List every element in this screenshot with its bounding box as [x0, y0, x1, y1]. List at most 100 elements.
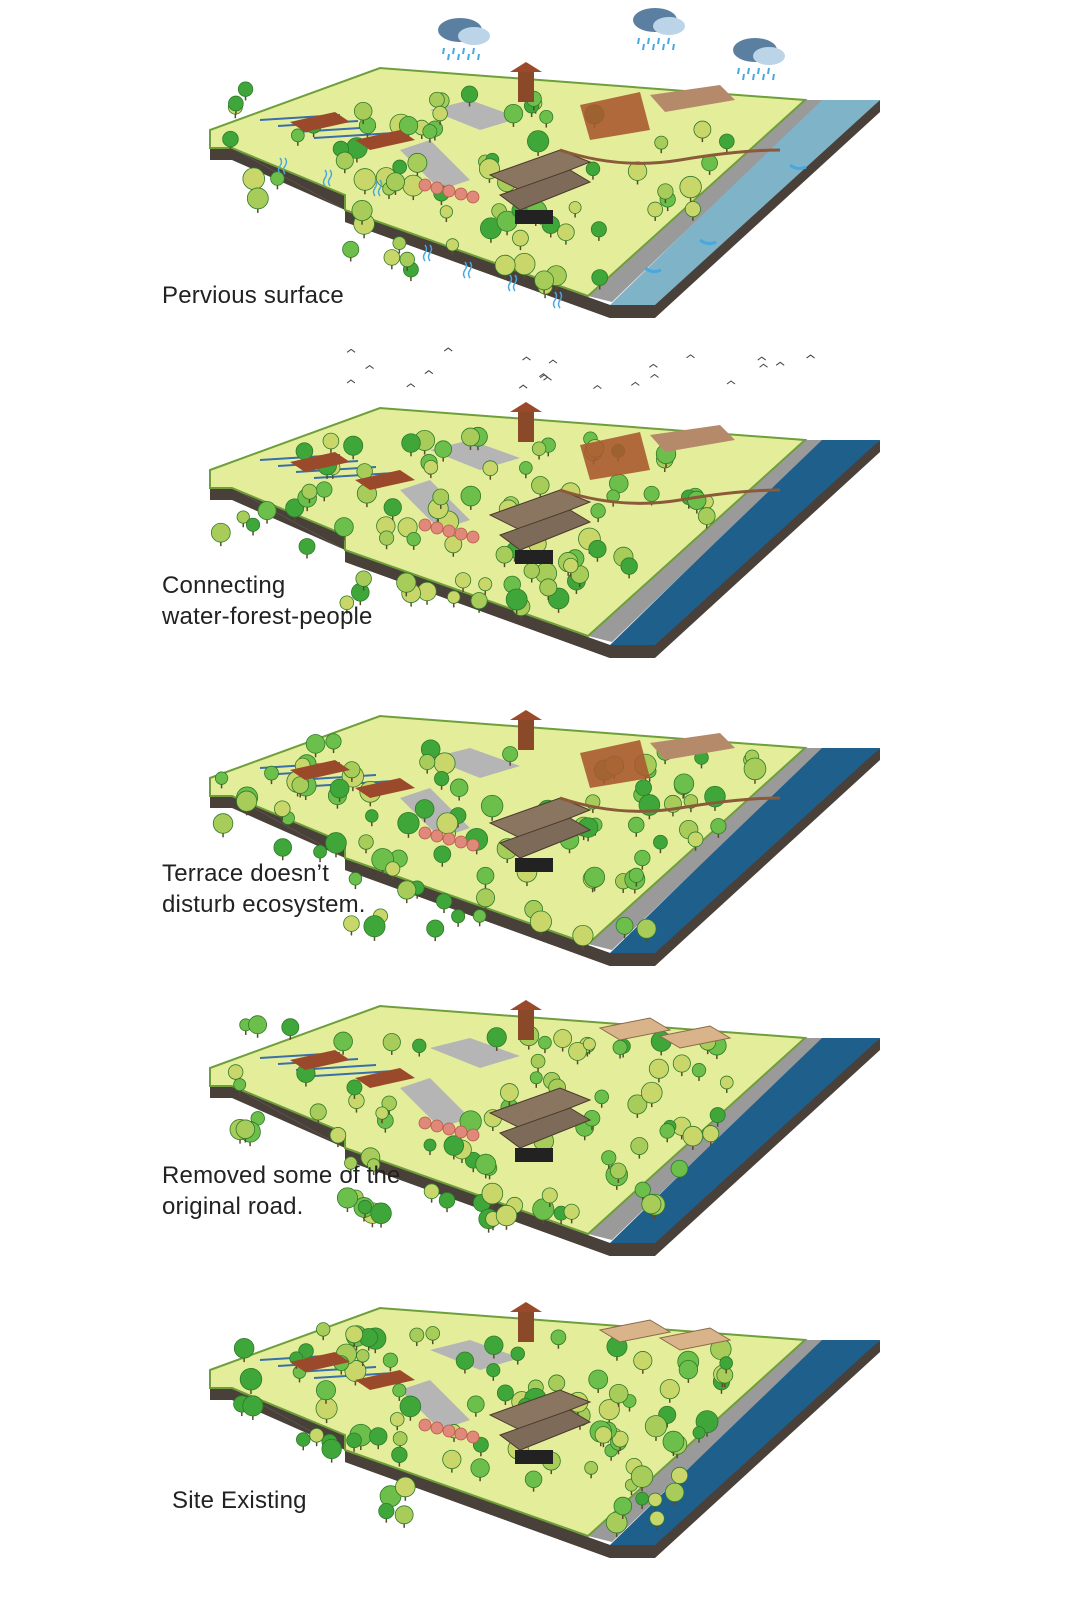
terrace-path — [559, 796, 781, 813]
tree-canopy — [568, 1041, 587, 1061]
longhouse-roof — [290, 112, 350, 132]
bird-icon — [346, 379, 356, 384]
panel-connecting: Connecting water-forest-people — [0, 340, 1080, 660]
tree-canopy — [627, 1094, 648, 1115]
panel-terrace: Terrace doesn’t disturb ecosystem. — [0, 648, 1080, 968]
bird-icon — [518, 384, 528, 389]
flowering-tree — [418, 518, 432, 532]
tree-canopy — [407, 152, 428, 173]
tree-canopy — [353, 101, 373, 121]
tree-canopy — [671, 1466, 689, 1485]
site-model-existing — [209, 1302, 880, 1558]
tree-canopy — [335, 151, 354, 170]
tree-canopy — [635, 779, 652, 797]
tree-canopy — [378, 1502, 395, 1520]
water-arrow-icon — [644, 266, 662, 274]
tree-canopy — [523, 562, 540, 579]
tree-canopy — [399, 1395, 422, 1418]
tree-canopy — [245, 517, 261, 532]
caption-removed-road: Removed some of the original road. — [162, 1162, 401, 1220]
tree-canopy — [584, 866, 606, 888]
water-channel — [313, 132, 395, 139]
tree-canopy — [432, 488, 450, 506]
rain-drop — [467, 53, 470, 61]
tree-canopy — [531, 441, 547, 456]
watch-tower-roof — [510, 1000, 542, 1010]
tree-canopy — [315, 1380, 336, 1401]
river — [610, 100, 880, 305]
tree-canopy — [222, 130, 239, 148]
house-roof — [650, 425, 735, 452]
flowering-tree — [466, 1430, 480, 1444]
tree-canopy — [649, 1510, 665, 1527]
parking-area — [430, 1038, 520, 1068]
tree-canopy — [375, 1106, 389, 1120]
tree-canopy — [389, 1412, 405, 1427]
tree-canopy — [409, 1327, 425, 1343]
longhouse-roof — [290, 1352, 350, 1372]
soil-front — [210, 1370, 610, 1558]
tree-canopy — [382, 1033, 401, 1052]
tree-canopy — [657, 183, 674, 200]
longhouse-roof — [290, 1050, 350, 1070]
tree-canopy — [486, 1363, 501, 1378]
water-infiltration-icon — [277, 157, 288, 175]
tree-canopy — [392, 1383, 407, 1398]
tree-canopy — [382, 1352, 399, 1368]
tree-canopy — [647, 201, 664, 218]
flowering-tree — [430, 1119, 444, 1133]
rain-drop — [642, 43, 645, 51]
tree-canopy — [467, 1395, 485, 1414]
tree-canopy — [212, 813, 234, 834]
tree-canopy — [383, 249, 401, 266]
panel-pervious-surface: Pervious surface — [0, 0, 1080, 320]
tree-canopy — [591, 269, 609, 286]
soil-side — [210, 148, 655, 318]
tree-canopy — [513, 252, 536, 276]
tree-canopy — [590, 503, 606, 519]
tree-canopy — [630, 1465, 654, 1488]
tree-canopy — [370, 1202, 392, 1224]
tree-canopy — [351, 200, 373, 222]
soil-front — [210, 470, 610, 658]
rain-drop — [637, 37, 640, 45]
terrace-building — [580, 740, 650, 788]
tree-canopy — [527, 130, 550, 153]
tree-canopy — [246, 187, 269, 210]
rain-drop — [762, 73, 765, 81]
watch-tower-roof — [510, 710, 542, 720]
tree-canopy — [236, 790, 258, 812]
tree-canopy — [643, 485, 660, 502]
tree-canopy — [594, 1089, 609, 1105]
main-building-base — [515, 1148, 553, 1162]
tree-canopy — [442, 1449, 462, 1470]
flowering-tree — [466, 190, 480, 204]
main-building-base — [515, 858, 553, 872]
tree-canopy — [365, 809, 379, 823]
tree-canopy — [397, 811, 420, 835]
rain-cloud-icon — [753, 47, 785, 65]
flowering-tree — [418, 1418, 432, 1432]
tree-canopy — [423, 1138, 437, 1152]
tree-canopy — [329, 778, 350, 799]
rain-drop — [652, 43, 655, 51]
tree-canopy — [615, 916, 634, 935]
tree-canopy — [541, 1187, 558, 1204]
tree-canopy — [659, 1123, 675, 1139]
bird-icon — [686, 354, 695, 359]
tree-canopy — [298, 538, 316, 555]
tree-canopy — [345, 1325, 364, 1344]
tree-canopy — [640, 1081, 663, 1104]
tree-canopy — [594, 1426, 613, 1444]
tree-canopy — [281, 1018, 300, 1037]
flowering-tree — [454, 187, 468, 201]
flowering-tree — [430, 829, 444, 843]
tree-canopy — [563, 1203, 580, 1220]
tree-canopy — [475, 1153, 497, 1175]
rain-drop — [462, 47, 465, 55]
site-model-connecting — [209, 347, 880, 658]
tree-canopy — [609, 1162, 627, 1180]
tree-canopy — [325, 733, 342, 750]
riverside-road — [588, 1340, 822, 1542]
rain-drop — [742, 73, 745, 81]
